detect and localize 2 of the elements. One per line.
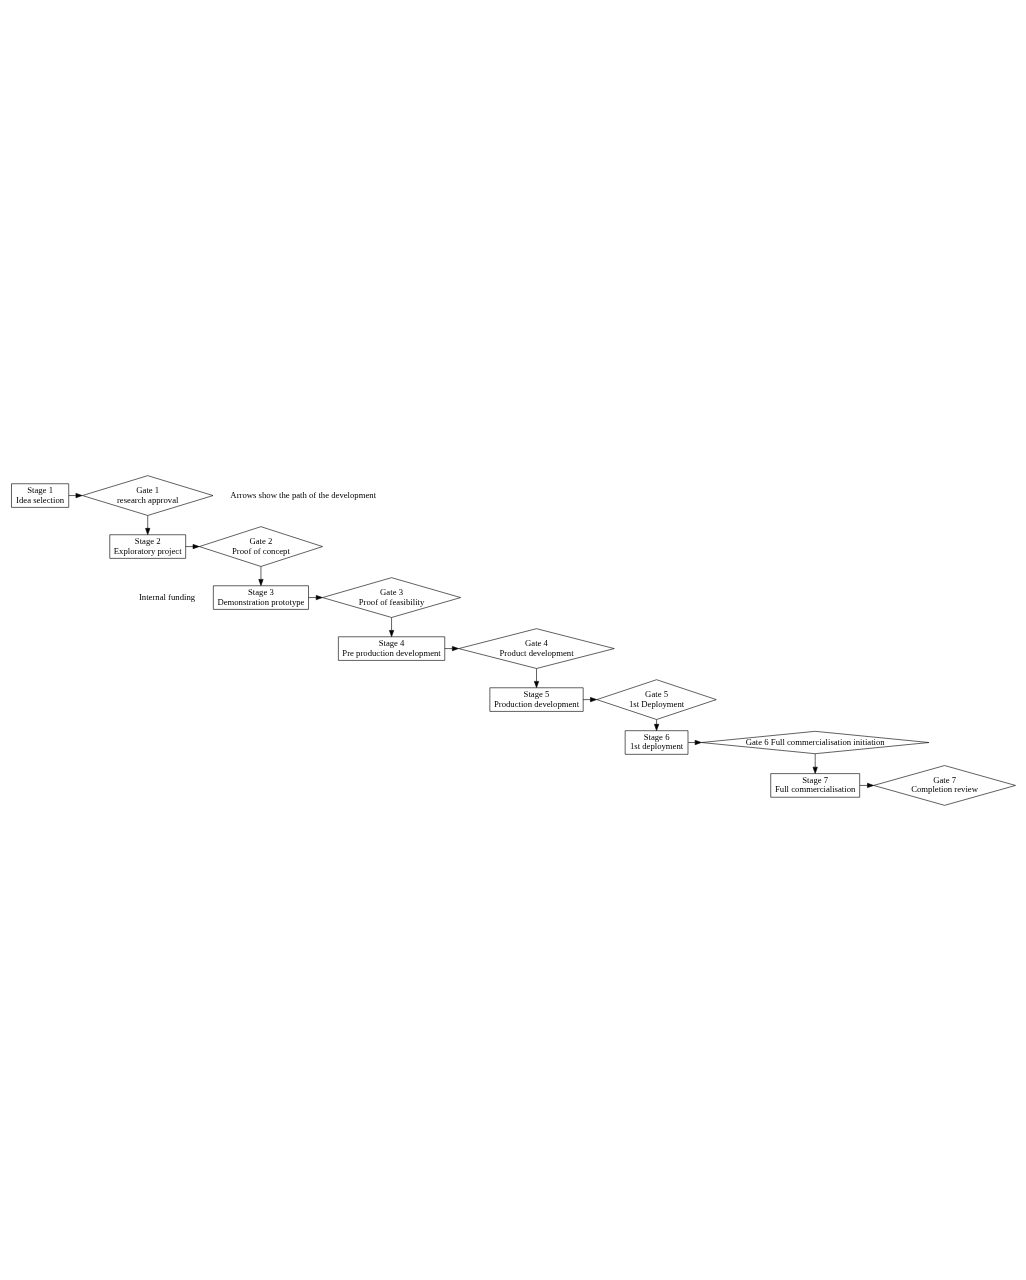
label: Internal funding [138,591,195,602]
label: Arrows show the path of the development [229,489,376,500]
